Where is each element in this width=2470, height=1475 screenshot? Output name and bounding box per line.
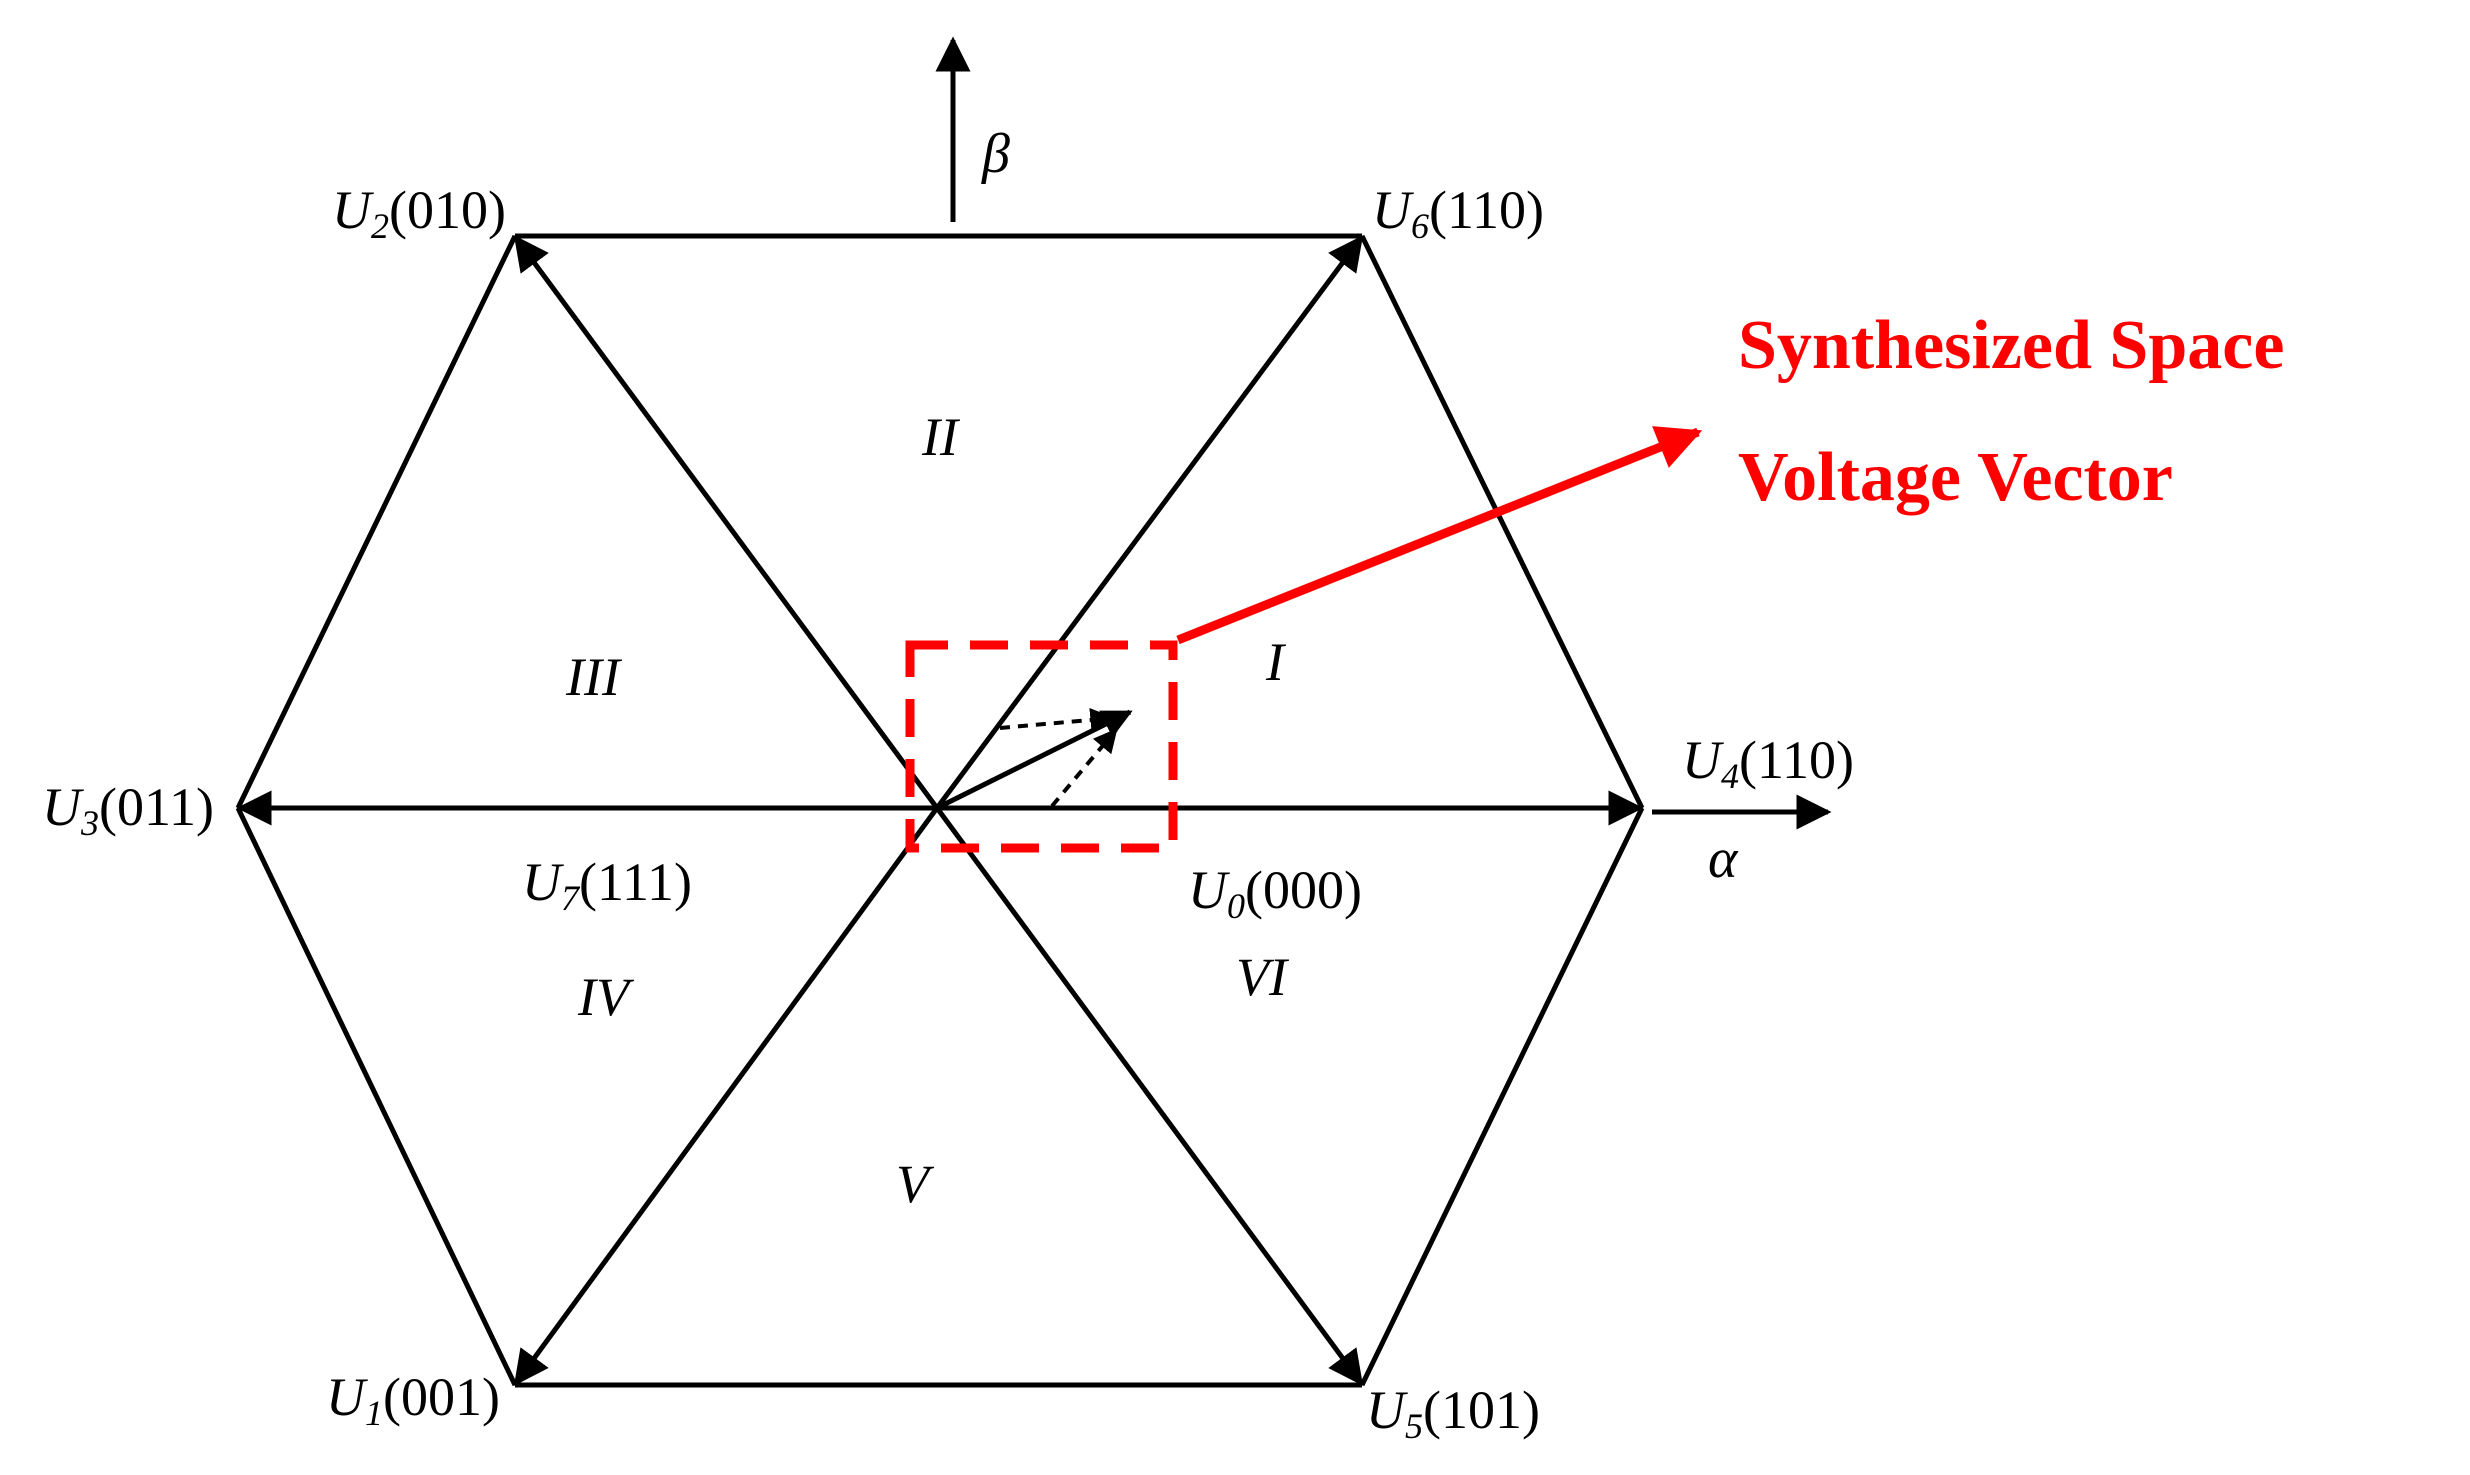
label-u5: U5(101) xyxy=(1366,1380,1540,1446)
hex-edge-lower-left xyxy=(235,806,518,1387)
annotation-line-1: Synthesized Space xyxy=(1738,307,2284,384)
vector-u5-arrow xyxy=(934,806,1364,1386)
label-u3: U3(011) xyxy=(42,777,214,843)
sector-label-3: III xyxy=(565,647,623,707)
sector-label-6: VI xyxy=(1236,947,1290,1007)
sector-label-2: II xyxy=(921,407,961,467)
label-u6: U6(110) xyxy=(1372,180,1544,246)
label-u7: U7(111) xyxy=(522,852,692,918)
synthesized-vector-group xyxy=(935,707,1133,811)
sector-labels: I II III IV V VI xyxy=(565,407,1290,1214)
sector-label-5: V xyxy=(896,1154,935,1214)
beta-axis-label: β xyxy=(981,123,1010,185)
axes: β α xyxy=(935,36,1832,890)
component-dashed-lower xyxy=(1050,728,1118,808)
vector-labels: U4(110) U6(110) U2(010) U3(011) U1(001) … xyxy=(42,180,1854,1446)
vector-u2-arrow xyxy=(513,235,940,810)
label-u4: U4(110) xyxy=(1682,730,1854,796)
vector-u1-arrow xyxy=(513,806,940,1386)
label-u1: U1(001) xyxy=(326,1367,500,1433)
annotation-pointer-arrow xyxy=(1176,426,1703,645)
label-u2: U2(010) xyxy=(332,180,506,246)
hex-edge-lower-right xyxy=(1359,806,1645,1387)
basic-vectors xyxy=(236,235,1644,1386)
annotation-line-2: Voltage Vector xyxy=(1738,439,2173,516)
alpha-axis-label: α xyxy=(1708,828,1739,890)
sector-label-4: IV xyxy=(577,967,635,1027)
sector-label-1: I xyxy=(1265,632,1287,692)
component-dashed-upper xyxy=(999,707,1115,732)
vector-u6-arrow xyxy=(934,235,1364,810)
synthesized-vector-arrow xyxy=(935,709,1133,811)
hexagon-outline xyxy=(235,233,1645,1388)
hex-edge-upper-left xyxy=(235,234,518,810)
highlight-dashed-box xyxy=(905,640,1178,853)
label-u0: U0(000) xyxy=(1188,860,1362,926)
hex-edge-upper-right xyxy=(1359,234,1645,810)
